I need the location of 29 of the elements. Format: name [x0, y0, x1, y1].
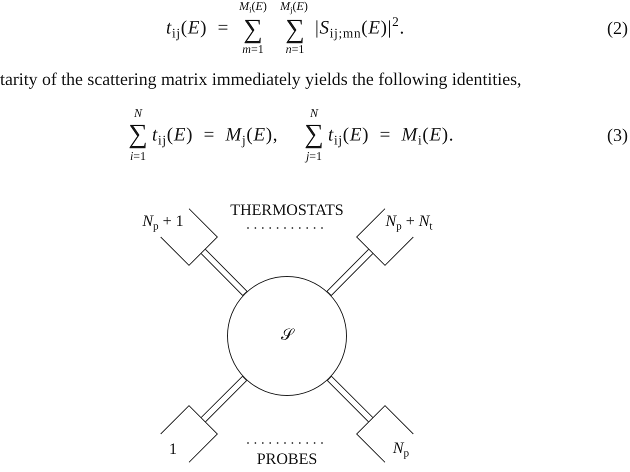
double-line-lead	[200, 376, 248, 422]
summation-sign: ∑	[285, 16, 305, 42]
scattering-region-circle	[227, 276, 347, 396]
reservoir	[160, 405, 218, 463]
matrix-symbol: 𝒮	[281, 328, 293, 344]
sum-limit: j=1	[306, 150, 322, 162]
reservoir-label: N$_{p}$	[392, 441, 410, 457]
reservoir	[356, 405, 414, 463]
group-heading: PROBES	[256, 452, 318, 468]
summation-sign: ∑	[243, 16, 263, 42]
body-text: tarity of the scattering matrix immediately yields the following identities,	[0, 71, 522, 89]
double-line-lead	[326, 376, 374, 422]
sum-limit: i=1	[130, 150, 146, 162]
sum-limit: N	[310, 107, 318, 119]
sum-limit: N	[134, 107, 142, 119]
equation-number: (3)	[607, 126, 628, 144]
sum-limit: m=1	[242, 43, 264, 55]
group-heading: THERMOSTATS	[230, 203, 344, 219]
sum-limit: n=1	[286, 43, 304, 55]
sum-limit: M$_{i}$(E)	[239, 0, 267, 12]
summation-sign: ∑	[128, 120, 148, 148]
summation-sign: ∑	[304, 120, 324, 148]
sum-limit: M$_{j}$(E)	[280, 0, 308, 12]
reservoir-label: 1	[169, 442, 177, 458]
double-line-lead	[326, 248, 374, 296]
reservoir-label: N$_{p}$ + 1	[142, 214, 184, 230]
equation-number: (2)	[607, 19, 628, 37]
double-line-lead	[200, 248, 248, 296]
reservoir-label: N$_{p}$ + N$_{t}$	[385, 214, 433, 230]
